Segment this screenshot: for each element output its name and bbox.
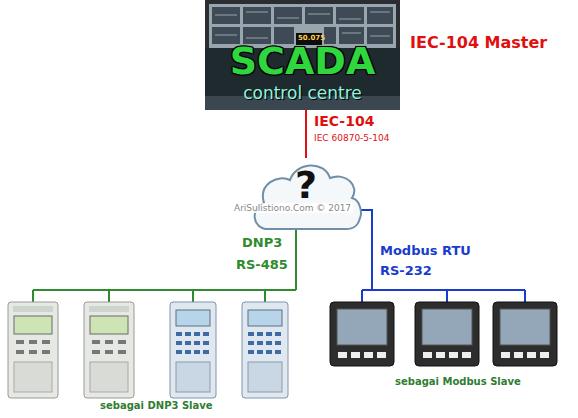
wall-panels <box>212 7 393 44</box>
relay-sepam <box>8 302 58 398</box>
connector-line <box>295 230 297 290</box>
relay-siprotec <box>242 302 288 398</box>
frequency-readout: 50.075 <box>298 34 325 42</box>
power-meter <box>415 302 479 366</box>
edge-label: Modbus RTU <box>380 244 471 259</box>
scada-centre: SCADAcontrol centreIEC-104 Master <box>205 0 400 110</box>
power-meter <box>330 302 394 366</box>
bus-type: RS-232 <box>380 264 432 279</box>
modbus-slave-group: sebagai Modbus Slave <box>325 290 570 390</box>
relay-siprotec <box>170 302 216 398</box>
rs232-bus <box>362 290 525 302</box>
scada-subtitle: control centre <box>243 84 362 104</box>
connector-line <box>305 110 307 158</box>
scada-title: SCADA <box>230 40 376 84</box>
control-room-photo <box>205 0 400 110</box>
bus-type: RS-485 <box>236 258 288 273</box>
rs485-bus <box>33 290 296 302</box>
group-caption: sebagai Modbus Slave <box>395 376 521 388</box>
relay-sepam <box>84 302 134 398</box>
dnp3-slave-group: sebagai DNP3 Slave <box>0 290 300 416</box>
connector-line <box>361 210 372 290</box>
unknown-mark: ? <box>295 164 317 208</box>
protocol-standard: IEC 60870-5-104 <box>314 133 390 143</box>
power-meter <box>493 302 557 366</box>
group-caption: sebagai DNP3 Slave <box>100 400 213 412</box>
watermark: AriSulistiono.Com © 2017 <box>232 203 353 213</box>
edge-label: IEC-104 <box>314 113 374 129</box>
master-role: IEC-104 Master <box>410 34 547 52</box>
edge-label: DNP3 <box>242 236 282 251</box>
network-cloud: ? <box>250 158 362 230</box>
